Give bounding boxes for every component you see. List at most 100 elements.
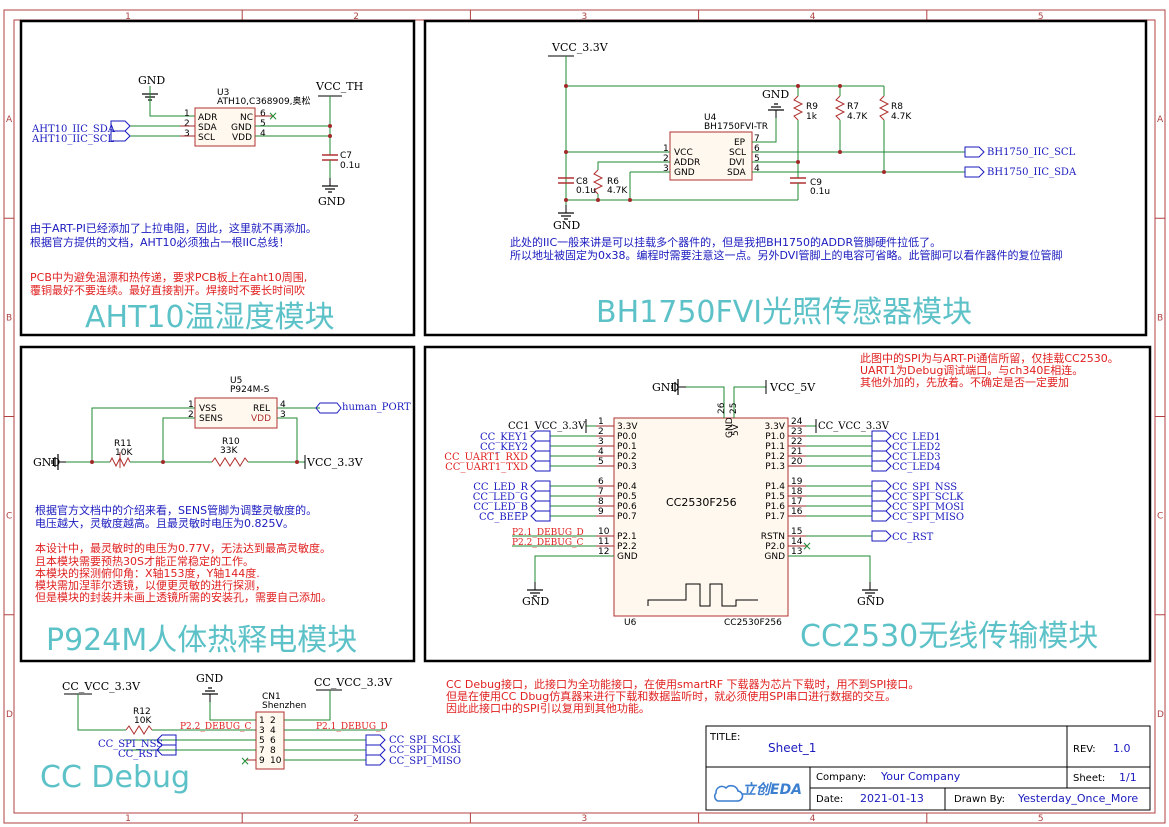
cc2530-left-pin-net: CC_LED_R [473, 482, 528, 493]
bh1750-note-2: 所以地址被固定为0x38。编程时需要注意这一点。另外DVI管脚上的电容可省略。此… [510, 248, 1063, 262]
bh1750-pinnum-1: 1 [663, 144, 669, 154]
cc2530-right-pin-name: P1.5 [765, 492, 785, 502]
cc2530-left-pin-num: 7 [598, 487, 604, 497]
cc2530-left-pin-name: P0.1 [617, 442, 637, 452]
aht10-pinnum-1: 1 [184, 109, 190, 119]
tb-company-label: Company: [816, 772, 866, 783]
frame-col-label-bottom: 1 [125, 814, 131, 824]
bh1750-gnd-label: GND [762, 88, 789, 101]
tb-date-value: 2021-01-13 [860, 792, 924, 805]
aht10-ref: U3 [217, 88, 229, 98]
bh1750-pinnum-6: 6 [754, 144, 760, 154]
p924-pinnum-1: 1 [188, 400, 194, 410]
tb-drawn-label: Drawn By: [954, 794, 1005, 805]
cc2530-right-pin-num: 22 [791, 437, 802, 447]
debug-ref: CN1 [262, 692, 281, 702]
cc2530-left-pin-net: CC_UART1_RXD [444, 452, 528, 463]
cc2530-right-pin-name: P1.1 [765, 442, 785, 452]
cc2530-right-pin-num: 20 [791, 457, 803, 467]
cc2530-chip-name: CC2530F256 [666, 496, 737, 509]
cc2530-left-pin-name: P0.5 [617, 492, 637, 502]
cc2530-left-pin-name: P0.0 [617, 432, 637, 442]
aht10-note-blue-2: 根据官方提供的文档，AHT10必须独占一根IIC总线！ [30, 235, 290, 249]
cc2530-right-pin-net: CC_LED1 [892, 432, 941, 443]
bh1750-section-box [423, 19, 1148, 337]
cc2530-left-pin-num: 6 [598, 477, 604, 487]
title-block: TITLE: Sheet_1 REV: 1.0 Company: Your Co… [705, 725, 1151, 811]
p924-note-red-3: 本模块的探测俯仰角：X轴153度，Y轴144度. [35, 566, 260, 580]
p924-pin-rel: REL [253, 404, 270, 414]
debug-net-miso: CC_SPI_MISO [389, 756, 461, 767]
p924-pinnum-4: 4 [280, 400, 286, 410]
debug-part: Shenzhen [262, 701, 306, 711]
p924-note-red-5: 但是模块的封装并未画上透镜所需的安装孔，需要自己添加。 [35, 590, 332, 604]
aht10-pin-sda: SDA [198, 123, 217, 133]
debug-r12-ref: R12 [133, 707, 151, 717]
bh1750-pin-addr: ADDR [674, 158, 700, 168]
cc2530-left-pin-num: 2 [598, 427, 604, 437]
frame-col-label-top: 1 [125, 12, 131, 22]
cc2530-ref: U6 [624, 618, 637, 628]
cc2530-right-pin-num: 15 [791, 527, 802, 537]
p924-note-blue-2: 电压越大，灵敏度越高。且最灵敏时电压为0.825V。 [35, 516, 294, 530]
frame-col-label-top: 4 [810, 12, 816, 22]
bh1750-vcc-label: VCC_3.3V [551, 41, 609, 54]
bh1750-r7-val: 4.7K [847, 112, 868, 122]
p924-net-out: human_PORT [342, 402, 411, 413]
cc2530-right-pin-name: P1.2 [765, 452, 785, 462]
bh1750-r6-val: 4.7K [607, 186, 628, 196]
cc2530-top-name-gnd: GND [725, 417, 735, 438]
bh1750-pinnum-4: 4 [754, 164, 760, 174]
cc2530-left-pin-num: 10 [598, 527, 610, 537]
p924-note-red-2: 且本模块需要预热30S才能正常稳定的工作。 [35, 554, 254, 568]
debug-vcc-left: CC_VCC_3.3V [62, 680, 141, 693]
p924-pin-sens: SENS [199, 414, 223, 424]
cc2530-right-pin-num: 14 [791, 537, 803, 547]
cc2530-left-pin-num: 4 [598, 447, 604, 457]
tb-drawn-value: Yesterday_Once_More [1017, 792, 1138, 805]
debug-net-nss: CC_SPI_NSS [98, 739, 163, 750]
aht10-pinnum-5: 5 [260, 119, 266, 129]
aht10-part: ATH10,C368909,奥松 [217, 95, 311, 107]
cc2530-right-pin-name: GND [764, 552, 785, 562]
cc2530-left-pin-name: P0.3 [617, 462, 637, 472]
cc2530-left-pin-num: 12 [598, 547, 609, 557]
bh1750-pin-vcc: VCC [674, 148, 693, 158]
frame-row-label-right: C [1157, 512, 1163, 522]
p924-pinnum-3: 3 [280, 410, 286, 420]
tb-company-value: Your Company [880, 770, 961, 783]
cc2530-chip [613, 417, 789, 617]
bh1750-pin-gnd: GND [674, 168, 695, 178]
aht10-section-box [19, 19, 416, 337]
tb-date-label: Date: [816, 794, 843, 805]
debug-pin-left: 5 [259, 736, 265, 746]
aht10-note-red-2: 覆铜最好不要连续。最好直接割开。焊接时不要长时间吹 [30, 283, 305, 297]
bh1750-c9-ref: C9 [810, 178, 822, 188]
bh1750-net-scl: BH1750_IIC_SCL [987, 147, 1076, 158]
cc2530-gnd-top-label: GND [652, 381, 679, 394]
cc2530-left-pin-name: 3.3V [617, 422, 638, 432]
bh1750-pinnum-5: 5 [754, 154, 760, 164]
cc2530-part: CC2530F256 [724, 618, 782, 628]
p924-r11-ref: R11 [114, 439, 132, 449]
cc2530-note-1: 此图中的SPI为与ART-Pi通信所留，仅挂载CC2530。 [860, 351, 1119, 365]
lceda-logo-text: 立创EDA [742, 781, 802, 798]
p924-pin-vss: VSS [199, 404, 217, 414]
tb-rev-label: REV: [1073, 744, 1096, 755]
bh1750-chip [669, 131, 753, 181]
cc2530-left-pin-net: CC1_VCC_3.3V [508, 421, 586, 432]
bh1750-c8-val: 0.1u [576, 186, 596, 196]
p924-r11-val: 10K [115, 448, 133, 458]
p924-pin-vdd: VDD [251, 414, 271, 424]
bh1750-r9-val: 1k [806, 112, 818, 122]
debug-pin-left: 3 [259, 726, 265, 736]
cc2530-top-pin-26: 26 [717, 402, 727, 414]
debug-pin-left: 9 [259, 756, 265, 766]
aht10-cap-ref: C7 [340, 151, 352, 161]
aht10-gnd-label: GND [138, 74, 165, 87]
frame-col-label-bottom: 2 [353, 814, 359, 824]
